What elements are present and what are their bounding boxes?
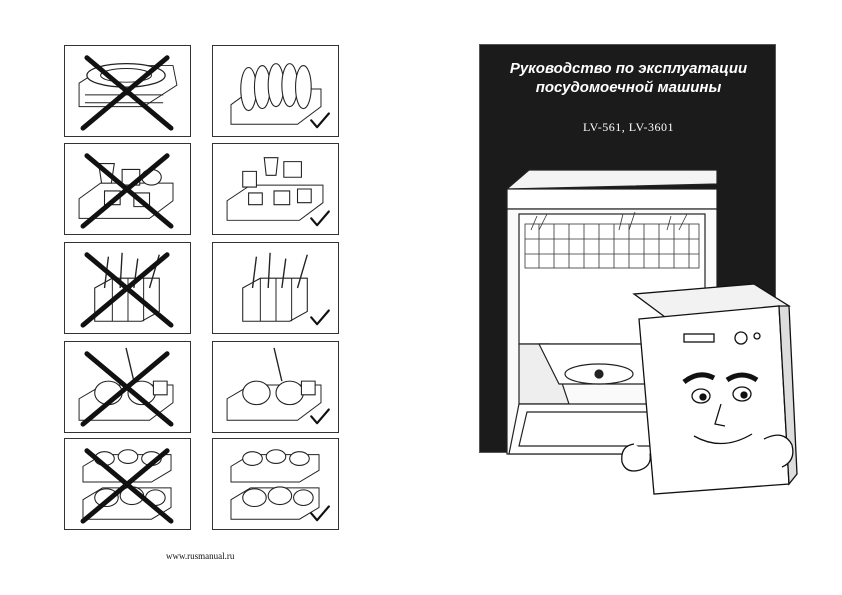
cross-icon (80, 55, 174, 131)
cross-icon (80, 252, 174, 328)
mixed-load-both-racks-illustration (230, 449, 330, 522)
checkmark-icon (310, 210, 330, 227)
checkmark-icon (310, 309, 330, 326)
loading-example-incorrect (64, 45, 191, 137)
cover-title-line-2: посудомоечной машины (535, 79, 722, 96)
plates-ladle-illustration (226, 347, 330, 425)
manual-cover: Руководство по эксплуатации посудомоечно… (479, 44, 776, 453)
cutlery-basket-illustration (242, 252, 330, 326)
checkmark-icon (310, 112, 330, 129)
large-dish-plate-illustration (78, 55, 178, 131)
loading-example-correct (212, 341, 339, 433)
cutlery-basket-illustration (80, 252, 174, 328)
cups-glasses-illustration (78, 153, 174, 229)
loading-example-correct (212, 242, 339, 334)
cross-icon (80, 351, 174, 427)
mixed-load-both-racks-illustration (80, 448, 174, 524)
plates-ladle-illustration (78, 347, 174, 427)
cover-title: Руководство по эксплуатации посудомоечно… (480, 59, 777, 97)
cross-icon (80, 448, 174, 524)
loading-example-incorrect (64, 242, 191, 334)
checkmark-icon (310, 408, 330, 425)
checkmark-icon (310, 505, 330, 522)
cover-model-numbers: LV-561, LV-3601 (582, 120, 675, 134)
loading-example-incorrect (64, 438, 191, 530)
loading-example-correct (212, 143, 339, 235)
cups-glasses-upper-rack-illustration (226, 157, 330, 227)
cross-icon (80, 153, 174, 229)
loading-example-incorrect (64, 341, 191, 433)
loading-example-incorrect (64, 143, 191, 235)
loading-example-correct (212, 438, 339, 530)
plates-upright-illustration (230, 63, 330, 129)
loading-example-correct (212, 45, 339, 137)
cover-title-line-1: Руководство по эксплуатации (509, 60, 748, 77)
footer-url: www.rusmanual.ru (166, 551, 235, 561)
